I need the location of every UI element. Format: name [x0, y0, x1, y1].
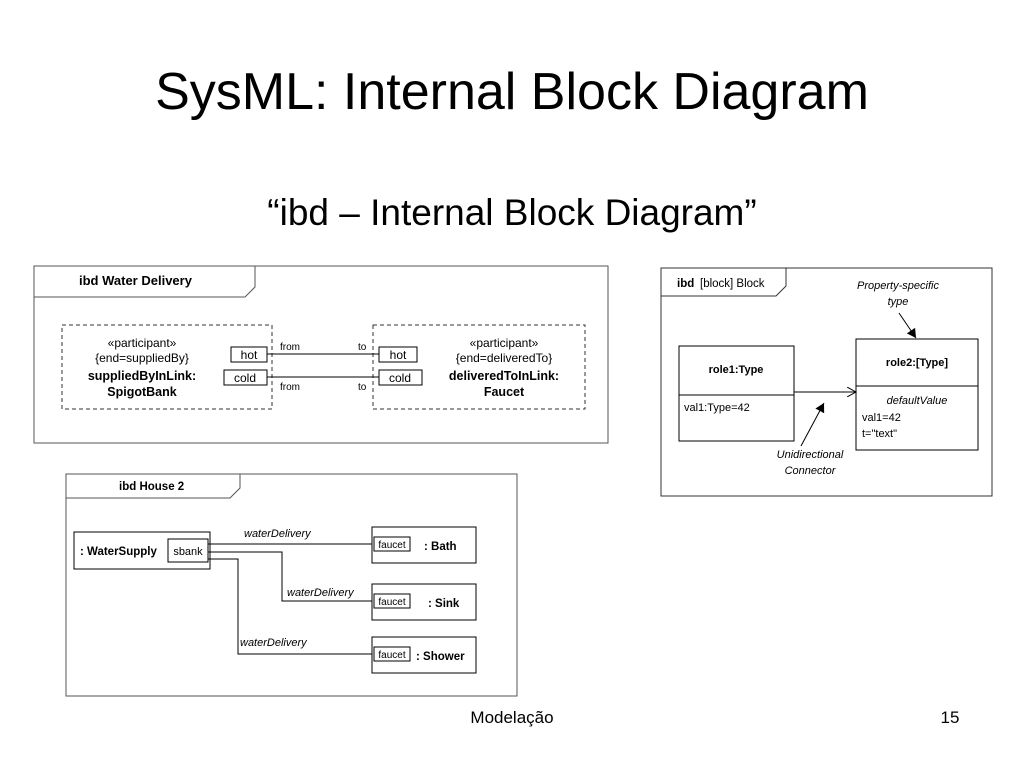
- footer-text: Modelação: [470, 708, 554, 727]
- frame-label: [block] Block: [700, 278, 765, 290]
- role2-value1: val1=42: [862, 412, 901, 424]
- connector-sink-label: waterDelivery: [287, 587, 355, 599]
- role1-value: val1:Type=42: [684, 402, 750, 414]
- port-faucet-bath: [373, 536, 411, 552]
- frame-label: ibd Water Delivery: [79, 273, 193, 288]
- frame-label: ibd House 2: [119, 481, 184, 493]
- slide-title: SysML: Internal Block Diagram: [155, 63, 869, 121]
- port-right-hot-label: hot: [390, 348, 407, 362]
- role2-name: role2:[Type]: [886, 357, 948, 369]
- left-part-constraint: {end=suppliedBy}: [95, 351, 189, 365]
- diagram-water-delivery: ibd Water Delivery «participant» {end=su…: [33, 265, 609, 444]
- role2-compartment-title: defaultValue: [887, 395, 948, 407]
- right-part-stereotype: «participant»: [470, 336, 539, 350]
- port-faucet-bath-label: faucet: [378, 540, 405, 551]
- role2-value2: t="text": [862, 428, 897, 440]
- sink-label: : Sink: [428, 598, 460, 610]
- port-left-hot-label: hot: [241, 348, 258, 362]
- role1-name: role1:Type: [709, 364, 764, 376]
- left-part-name-line1: suppliedByInLink:: [88, 369, 196, 383]
- connector-shower-label: waterDelivery: [240, 637, 308, 649]
- frame-label-tab: [66, 474, 241, 499]
- connector-hot-from: from: [280, 342, 300, 353]
- note-unidirectional-line1: Unidirectional: [777, 449, 844, 461]
- water-supply-label: : WaterSupply: [80, 546, 157, 558]
- left-part-name-line2: SpigotBank: [107, 385, 176, 399]
- port-left-cold-label: cold: [234, 371, 256, 385]
- port-right-cold-label: cold: [389, 371, 411, 385]
- part-spigot-bank: [61, 324, 273, 410]
- part-role2: [855, 338, 979, 451]
- diagram-block: ibd [block] Block Property-specific type…: [660, 267, 993, 497]
- port-faucet-shower-label: faucet: [378, 650, 405, 661]
- port-sbank-label: sbank: [173, 546, 203, 558]
- connector-cold-to: to: [358, 382, 367, 393]
- port-faucet-shower: [373, 646, 411, 662]
- note-property-specific-line2: type: [888, 296, 909, 308]
- port-faucet-sink-label: faucet: [378, 597, 405, 608]
- note-bottom-pointer: [800, 402, 825, 447]
- bath-label: : Bath: [424, 541, 457, 553]
- shower-label: : Shower: [416, 651, 465, 663]
- port-sbank: [167, 538, 209, 563]
- part-faucet: [372, 324, 586, 410]
- diagram-house: ibd House 2 : WaterSupply sbank waterDel…: [65, 473, 518, 697]
- port-faucet-sink: [373, 593, 411, 609]
- page-number: 15: [940, 708, 960, 727]
- connector-cold-from: from: [280, 382, 300, 393]
- right-part-constraint: {end=deliveredTo}: [456, 351, 552, 365]
- note-property-specific-line1: Property-specific: [857, 280, 939, 292]
- frame-label-tab: [34, 266, 256, 298]
- part-bath: [371, 526, 477, 564]
- part-role1: [678, 345, 795, 442]
- frame-keyword: ibd: [677, 278, 694, 290]
- connector-hot-to: to: [358, 342, 367, 353]
- right-part-name-line1: deliveredToInLink:: [449, 369, 559, 383]
- slide-subtitle: “ibd – Internal Block Diagram”: [267, 192, 757, 233]
- frame-label-tab: [661, 268, 787, 297]
- connector-shower: [208, 558, 372, 655]
- connector-sink: [208, 551, 372, 602]
- note-top-pointer: [898, 312, 917, 339]
- left-part-stereotype: «participant»: [108, 336, 177, 350]
- connector-bath-label: waterDelivery: [244, 528, 312, 540]
- note-unidirectional-line2: Connector: [785, 465, 837, 477]
- right-part-name-line2: Faucet: [484, 385, 525, 399]
